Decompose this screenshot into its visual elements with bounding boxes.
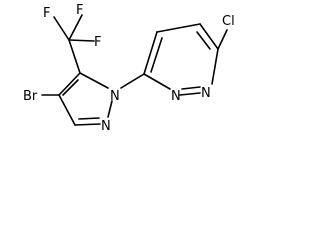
bond-pyridazine-n2-c3 [143,73,171,90]
atom-cl: Cl [222,14,235,29]
bond-pyridazine-c3-c4-inner [150,37,163,73]
atom-labels: F F F Br N N N N Cl [23,3,235,134]
bond-c-f-left [53,16,70,41]
bond-pyrazole-c3-n2-inner [78,117,100,120]
bond-pyrazole-n1-c5 [79,72,109,89]
atom-f-right: F [94,35,101,50]
bond-pyridazine-c3-c4 [143,31,158,75]
atom-n-pyridazine-2: N [201,86,211,101]
atom-n-pyrazole-1: N [110,89,120,104]
atom-f-left: F [43,6,50,21]
atom-n-pyridazine-1: N [171,89,181,104]
bond-c-f-bottom [68,14,83,41]
chemical-structure: F F F Br N N N N Cl [23,3,235,134]
bond-pyrazole-c3-n2 [74,123,101,126]
bond-pyridazine-c5-c6 [199,23,219,50]
atom-n-pyrazole-2: N [101,119,111,134]
bond-pyridazine-c5-c6-inner [196,31,211,50]
bond-pyridazine-c4-c5 [156,23,201,33]
bond-c6-cl [217,29,228,50]
bond-pyridazine-n1-n2 [179,92,201,96]
bond-pyrazole-c5-c4 [58,72,81,96]
bond-pyridazine-n1-n2-inner [181,86,201,90]
bond-c-f-right [68,39,95,42]
bond-pyrazole-pyridazine [120,73,145,89]
bond-pyrazole-n2-n1 [107,100,113,118]
bond-pyrazole-c5-c4-inner [62,79,79,96]
bonds [41,14,228,126]
atom-br: Br [23,89,38,104]
bond-cf3-pyrazole [68,39,81,74]
bond-pyridazine-c6-n1 [211,48,219,85]
bond-pyrazole-c4-c3 [58,94,76,126]
atom-f-bottom: F [76,3,83,18]
